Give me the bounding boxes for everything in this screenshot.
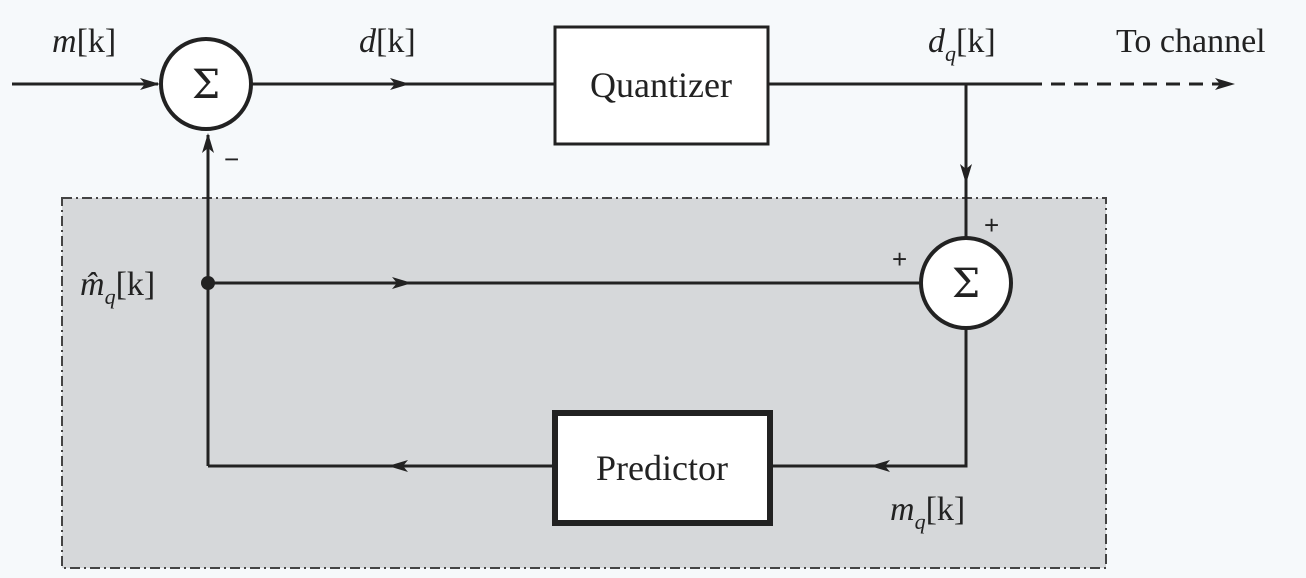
quantized-error-label: dq[k] [928, 23, 996, 66]
to-channel-label: To channel [1116, 23, 1266, 60]
predictor-label: Predictor [596, 448, 728, 488]
prediction-signal-label: m̂q[k] [80, 266, 155, 309]
subtractor-sigma-symbol: Σ [192, 62, 220, 108]
sum2-left-plus-sign: + [892, 244, 907, 274]
reconstructed-signal-label: mq[k] [890, 491, 965, 534]
adder-sigma-symbol: Σ [952, 261, 980, 307]
sum1-minus-sign: − [224, 144, 239, 174]
input-signal-label: m[k] [52, 23, 116, 60]
error-signal-label: d[k] [359, 23, 416, 60]
quantizer-label: Quantizer [590, 65, 732, 105]
sum2-top-plus-sign: + [984, 210, 999, 240]
reconstructed-signal-arrow [870, 328, 968, 472]
predictor-block [552, 410, 773, 526]
